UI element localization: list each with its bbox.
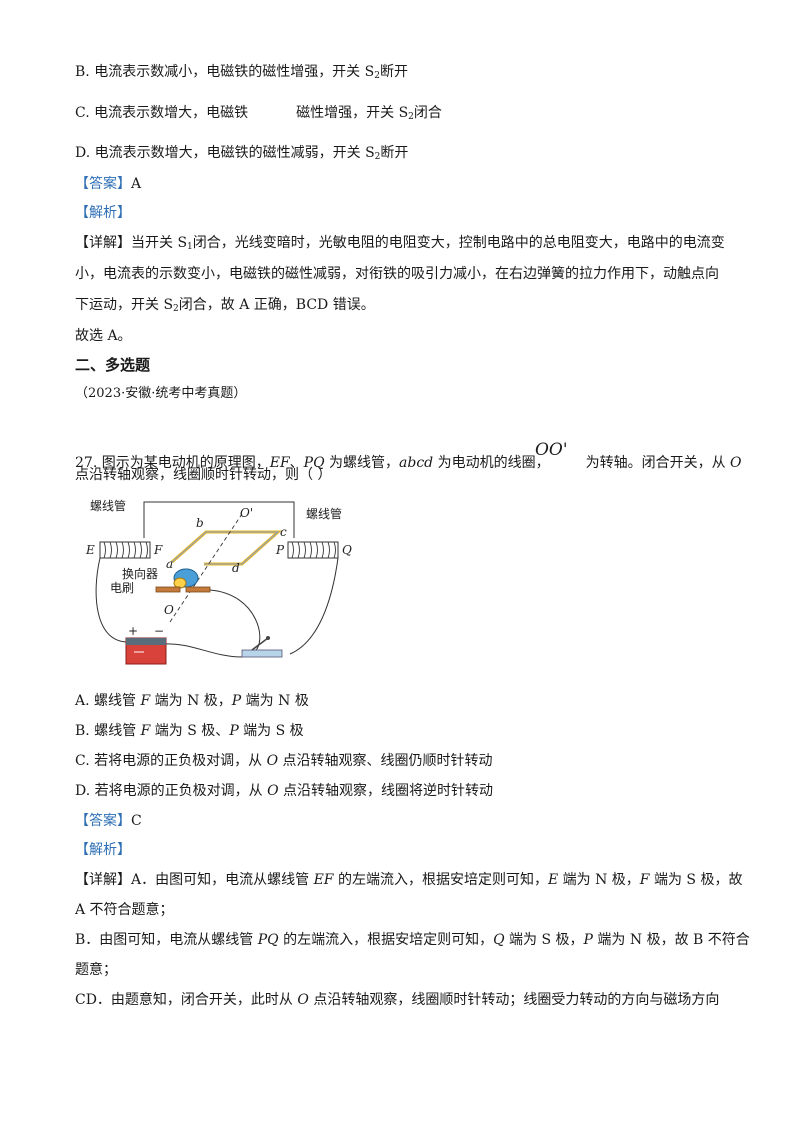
section-title: 二、多选题 xyxy=(75,356,151,374)
question-stem-line-2: 点沿转轴观察，线圈顺时针转动，则（ ） xyxy=(75,467,332,483)
option-b: B. 电流表示数减小，电磁铁的磁性增强，开关 S2断开 xyxy=(75,64,408,81)
analysis-label: 【解析】 xyxy=(75,205,131,221)
option-d: D. 电流表示数增大，电磁铁的磁性减弱，开关 S2断开 xyxy=(75,145,409,162)
label-f: F xyxy=(153,543,163,557)
detail-line-1: 【详解】当开关 S1闭合，光线变暗时，光敏电阻的电阻变大，控制电路中的总电阻变大… xyxy=(75,235,725,252)
q27-detail-4: 题意； xyxy=(75,962,117,978)
wire-left xyxy=(95,557,129,643)
solenoid-ef xyxy=(99,541,151,559)
wire-brush xyxy=(209,589,261,653)
wire-right xyxy=(289,557,339,655)
label-commutator: 换向器 xyxy=(122,566,158,581)
q27-option-d: D. 若将电源的正负极对调，从 O 点沿转轴观察，线圈将逆时针转动 xyxy=(75,783,494,799)
answer-line: 【答案】A xyxy=(75,176,142,192)
label-q: Q xyxy=(342,543,352,557)
axis-symbol: OO' xyxy=(535,440,568,460)
brush-left xyxy=(155,586,181,593)
label-o-prime: O' xyxy=(240,506,253,520)
q27-detail-1: 【详解】A．由图可知，电流从螺线管 EF 的左端流入，根据安培定则可知，E 端为… xyxy=(75,872,743,888)
q27-detail-3: B．由图可知，电流从螺线管 PQ 的左端流入，根据安培定则可知，Q 端为 S 极… xyxy=(75,932,750,948)
q27-detail-5: CD．由题意知，闭合开关，此时从 O 点沿转轴观察，线圈顺时针转动；线圈受力转动… xyxy=(75,992,720,1008)
label-b: b xyxy=(196,516,204,530)
detail-line-3: 下运动，开关 S2闭合，故 A 正确，BCD 错误。 xyxy=(75,297,375,314)
label-d: d xyxy=(232,561,240,575)
label-brush: 电刷 xyxy=(110,581,134,595)
label-e: E xyxy=(85,543,95,557)
rotation-axis xyxy=(169,513,243,623)
question-source: （2023·安徽·统考中考真题） xyxy=(75,386,247,401)
label-solenoid-right: 螺线管 xyxy=(306,506,342,521)
label-a: a xyxy=(166,557,173,571)
brush-right xyxy=(185,586,211,593)
option-c: C. 电流表示数增大，电磁铁磁性增强，开关 S2闭合 xyxy=(75,105,442,122)
label-plus: + xyxy=(128,624,138,638)
conclusion: 故选 A。 xyxy=(75,328,132,344)
label-p: P xyxy=(275,543,285,557)
commutator xyxy=(173,568,199,589)
label-minus: − xyxy=(154,624,164,638)
q27-option-c: C. 若将电源的正负极对调，从 O 点沿转轴观察、线圈仍顺时针转动 xyxy=(75,753,493,769)
detail-line-2: 小，电流表的示数变小，电磁铁的磁性减弱，对衔铁的吸引力减小，在右边弹簧的拉力作用… xyxy=(75,266,719,282)
label-solenoid-left: 螺线管 xyxy=(90,498,126,513)
q27-answer: 【答案】C xyxy=(75,813,142,829)
label-o: O xyxy=(164,603,174,617)
q27-option-a: A. 螺线管 F 端为 N 极，P 端为 N 极 xyxy=(75,693,309,709)
label-c: c xyxy=(280,525,287,539)
q27-detail-2: A 不符合题意； xyxy=(75,902,174,918)
question-stem-line-1: 27. 图示为某电动机的原理图，EF、PQ 为螺线管，abcd 为电动机的线圈，… xyxy=(75,455,742,471)
wire-top xyxy=(143,501,295,538)
q27-analysis-label: 【解析】 xyxy=(75,842,131,858)
switch xyxy=(241,636,283,658)
wire-battery xyxy=(161,643,243,658)
battery xyxy=(125,637,167,665)
q27-option-b: B. 螺线管 F 端为 S 极、P 端为 S 极 xyxy=(75,723,304,739)
motor-diagram: 螺线管 螺线管 E F P Q a b c d O' O 换向器 电刷 + − xyxy=(85,498,352,665)
solenoid-pq xyxy=(287,541,339,559)
